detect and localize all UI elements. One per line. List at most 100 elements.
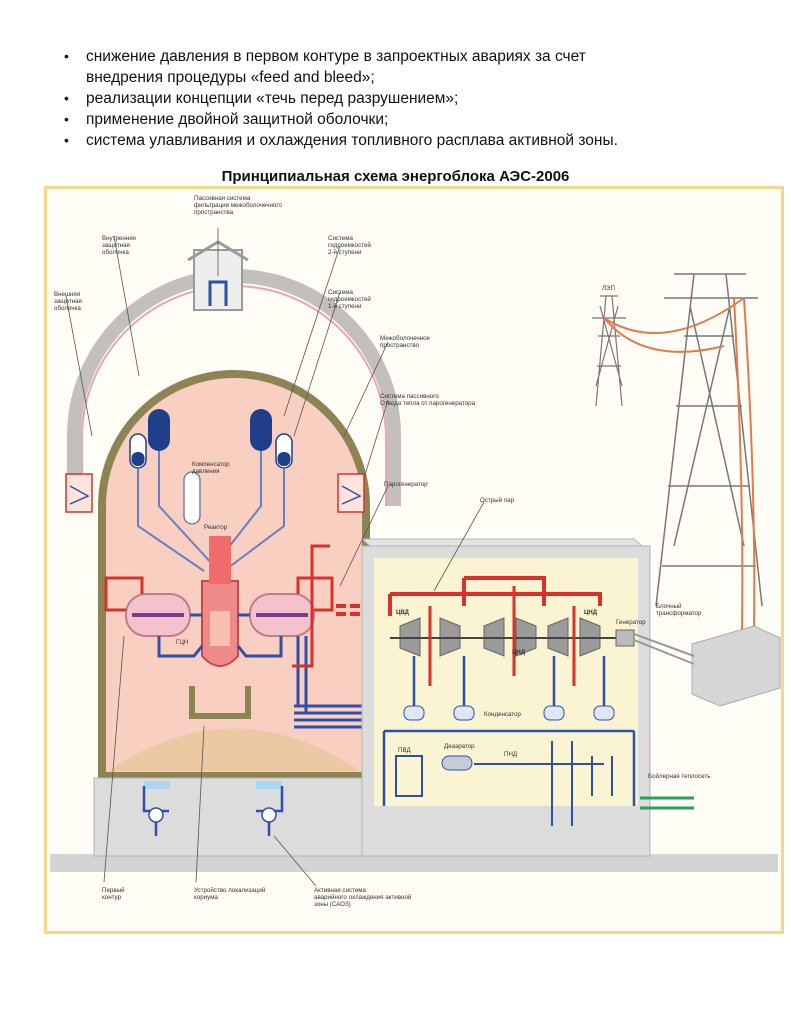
generator-lines bbox=[633, 633, 695, 665]
label-line: Система bbox=[328, 289, 353, 296]
diagram-title: Принципиальная схема энергоблока АЭС-200… bbox=[221, 168, 570, 185]
hydro-lines bbox=[137, 451, 285, 572]
eccs-pump-left bbox=[148, 807, 164, 823]
bullet-text: применение двойной защитной оболочки; bbox=[86, 111, 389, 128]
passive-hx-left bbox=[65, 473, 93, 513]
label-line: Активная система bbox=[314, 887, 367, 894]
heating-network bbox=[640, 796, 694, 810]
label-line: Компенсатор bbox=[192, 461, 230, 468]
reactor-core bbox=[210, 611, 230, 646]
lp-turbine-right bbox=[547, 617, 601, 657]
lp-turbine-mid bbox=[483, 617, 537, 657]
condensate-lines bbox=[382, 656, 636, 806]
eccs-pump-right bbox=[261, 807, 277, 823]
label-pvd: ПВД bbox=[398, 747, 411, 754]
label-line: оболочка bbox=[102, 249, 129, 256]
tank-level-left bbox=[131, 452, 145, 466]
label-line: пространства bbox=[194, 209, 234, 216]
bullet-text-continued: внедрения процедуры «feed and bleed»; bbox=[86, 69, 375, 86]
label-cvd: ЦВД bbox=[396, 610, 410, 616]
label-pnd: ПНД bbox=[504, 751, 518, 758]
generator bbox=[615, 629, 635, 647]
label-line: Система пассивного bbox=[380, 393, 439, 400]
label-boiler-heat: Бойлерная теплосеть bbox=[648, 773, 710, 780]
deaerator bbox=[441, 755, 473, 771]
label-deaerator: Деаэратор bbox=[444, 743, 475, 750]
label-line: 2-й ступени bbox=[328, 249, 362, 256]
bullet-text: реализации концепции «течь перед разруше… bbox=[86, 90, 459, 107]
label-line: давления bbox=[192, 468, 219, 475]
reactor-head bbox=[209, 536, 231, 584]
label-line: фильтрации межоболочечного bbox=[194, 202, 282, 209]
label-line: контур bbox=[102, 894, 122, 901]
label-line: Межоболочечное bbox=[380, 335, 431, 342]
label-line: Система bbox=[328, 235, 353, 242]
condenser-2 bbox=[453, 705, 475, 721]
red-riser bbox=[292, 544, 330, 668]
pnd-line bbox=[474, 741, 613, 826]
eccs-pipe bbox=[142, 786, 284, 836]
hydro-tank-2-left bbox=[148, 409, 170, 451]
pool-left bbox=[144, 781, 170, 789]
label-line: защитная bbox=[102, 242, 130, 249]
hp-turbine bbox=[399, 617, 461, 657]
label-line: Первый bbox=[102, 887, 125, 894]
label-line: зоны (САОЗ) bbox=[314, 901, 351, 908]
label-reactor: Реактор bbox=[204, 524, 228, 531]
label-line: Отвода тепла от парогенератора bbox=[380, 400, 476, 407]
bullet-item: система улавливания и охлаждения топливн… bbox=[62, 130, 762, 151]
label-line: Внешняя bbox=[54, 291, 80, 298]
inner-containment bbox=[98, 370, 370, 780]
bullet-item: реализации концепции «течь перед разруше… bbox=[62, 88, 762, 109]
passive-hx-coil bbox=[69, 485, 362, 505]
label-line: трансформатор bbox=[656, 610, 702, 617]
label-line: пространство bbox=[380, 342, 420, 349]
label-lep: ЛЭП bbox=[602, 285, 615, 292]
label-line: оболочка bbox=[54, 305, 81, 312]
bullet-text: система улавливания и охлаждения топливн… bbox=[86, 132, 618, 149]
passive-hx-right bbox=[337, 473, 365, 513]
hydro-tank-2-right bbox=[250, 409, 272, 451]
label-steam-gen: Парогенератор bbox=[384, 481, 428, 488]
power-lines bbox=[603, 297, 756, 631]
bullet-text: снижение давления в первом контуре в зап… bbox=[86, 48, 586, 65]
reactor-base bbox=[93, 777, 377, 857]
live-steam-header bbox=[388, 576, 602, 616]
condenser-3 bbox=[543, 705, 565, 721]
feedwater-lines bbox=[294, 704, 374, 729]
pylon-small bbox=[592, 295, 626, 407]
ground-strip bbox=[50, 854, 778, 872]
melt-trap bbox=[189, 686, 251, 719]
leader-lines bbox=[65, 228, 485, 887]
label-cnd-mid: ЦНД bbox=[512, 650, 526, 656]
label-cnd-right: ЦНД bbox=[584, 610, 598, 616]
label-line: защитная bbox=[54, 298, 82, 305]
pressurizer bbox=[183, 471, 201, 525]
pylon-large bbox=[655, 273, 763, 607]
vent-pipe bbox=[208, 280, 228, 306]
label-line: Пассивная система bbox=[194, 195, 251, 202]
gcn-label: ГЦН bbox=[176, 639, 188, 646]
primary-hot-leg bbox=[104, 576, 334, 612]
label-line: гидроемкостей bbox=[328, 242, 371, 249]
pool-right bbox=[256, 781, 282, 789]
primary-loop bbox=[157, 613, 283, 658]
label-line: аварийного охлаждения активной bbox=[314, 894, 412, 901]
label-generator: Генератор bbox=[616, 619, 646, 626]
feedwater-vertical bbox=[296, 636, 308, 713]
floor-mound bbox=[108, 728, 360, 771]
label-line: Блочный bbox=[656, 603, 682, 610]
